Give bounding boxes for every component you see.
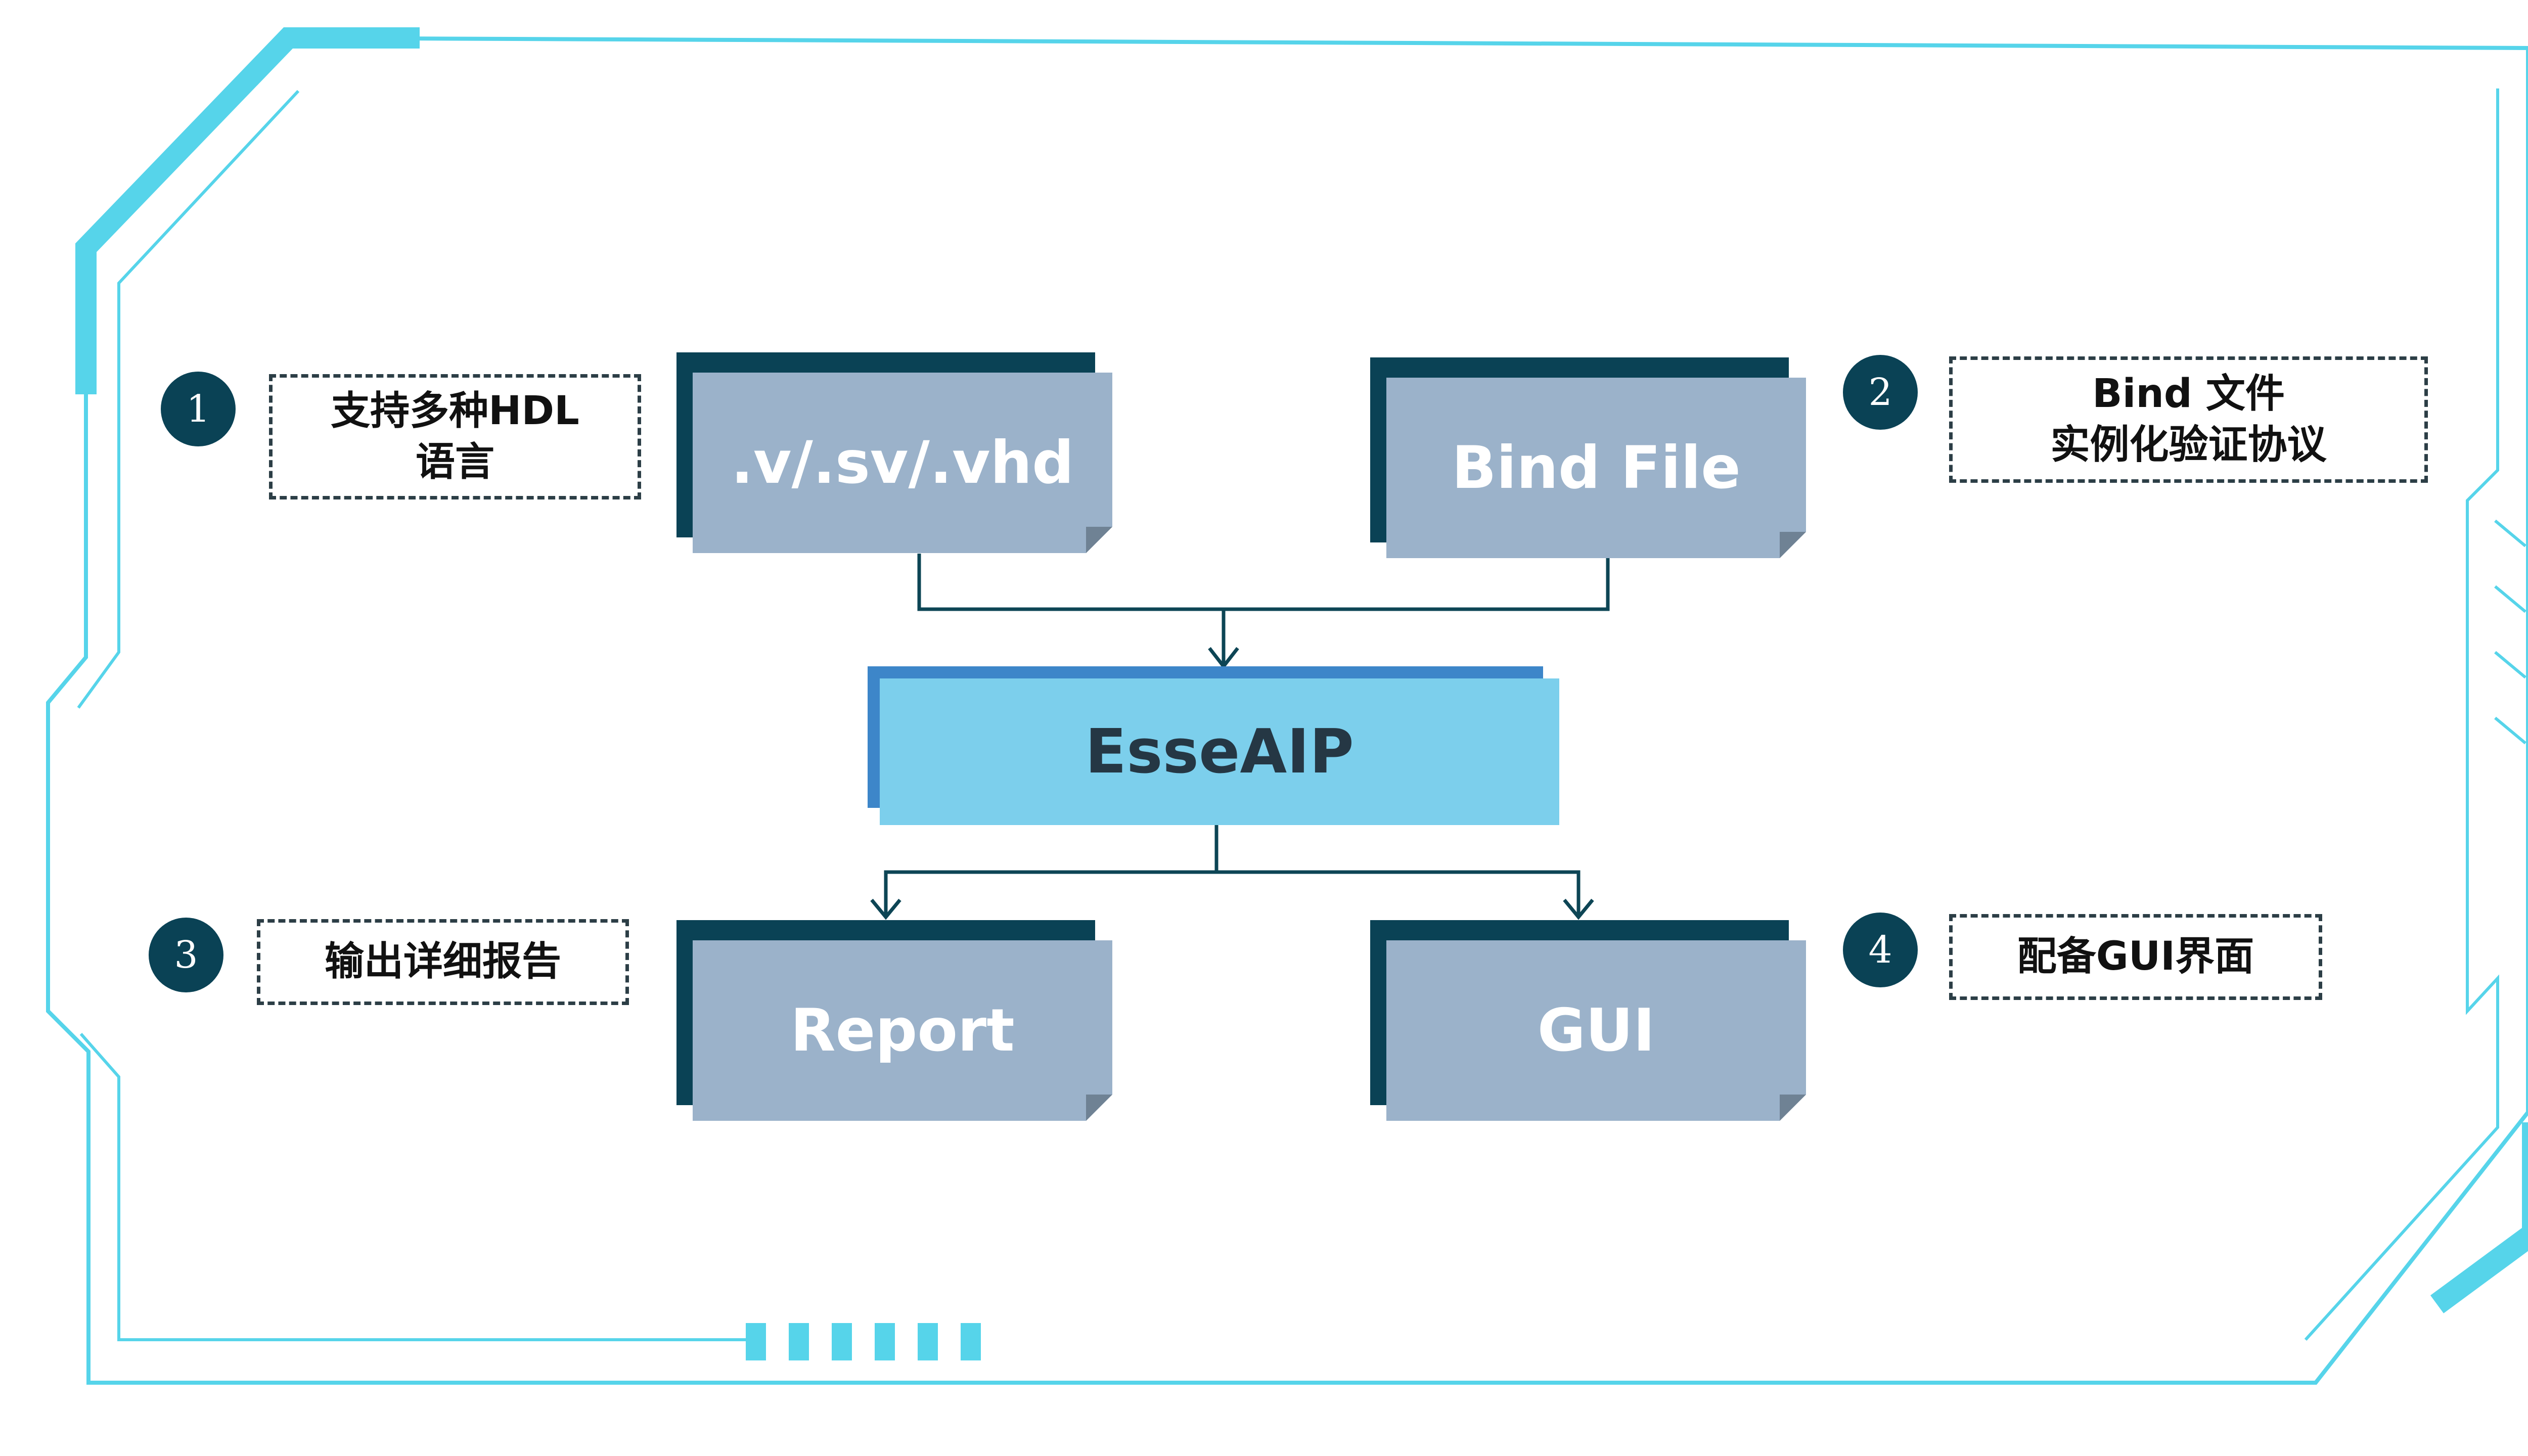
note-2-line-2: 实例化验证协议 xyxy=(2050,422,2327,468)
note-2-box: Bind 文件 实例化验证协议 xyxy=(1949,356,2428,483)
bind-file-label: Bind File xyxy=(1386,378,1806,558)
arrowhead-gui xyxy=(1563,898,1594,920)
frame-outer-line xyxy=(46,36,2528,1385)
connector-bind-to-core xyxy=(1224,556,1610,611)
frame-inner-left-lower-line xyxy=(79,1033,748,1341)
flow-connectors xyxy=(870,554,1610,920)
frame-corner-accent-top-left xyxy=(75,27,420,394)
connector-source-to-core xyxy=(917,554,1226,665)
connector-core-to-outputs xyxy=(884,823,1581,917)
frame-right-notches xyxy=(2494,519,2526,745)
report-label: Report xyxy=(693,940,1112,1121)
note-1-line-2: 语言 xyxy=(415,439,494,485)
note-4-number-badge: 4 xyxy=(1843,913,1918,987)
note-1-line-1: 支持多种HDL xyxy=(331,388,579,434)
frame-bottom-dash-bars xyxy=(746,1323,981,1360)
gui-label: GUI xyxy=(1386,940,1806,1121)
note-1-box: 支持多种HDL 语言 xyxy=(269,374,641,499)
source-files-label: .v/.sv/.vhd xyxy=(693,373,1112,553)
core-label: EsseAIP xyxy=(880,678,1559,825)
note-3-line-1: 输出详细报告 xyxy=(324,939,561,985)
note-3-box: 输出详细报告 xyxy=(257,919,629,1005)
note-2-number-badge: 2 xyxy=(1843,355,1918,430)
frame-inner-left-line xyxy=(77,89,300,709)
frame-inner-right-line xyxy=(2304,88,2499,1341)
note-2-line-1: Bind 文件 xyxy=(2092,371,2285,417)
note-4-line-1: 配备GUI界面 xyxy=(2017,934,2254,980)
arrowhead-report xyxy=(870,898,901,920)
note-1-number-badge: 1 xyxy=(161,372,236,446)
note-4-box: 配备GUI界面 xyxy=(1949,914,2322,1000)
frame-corner-accent-bottom-right xyxy=(2430,1122,2528,1313)
note-3-number-badge: 3 xyxy=(149,918,223,992)
